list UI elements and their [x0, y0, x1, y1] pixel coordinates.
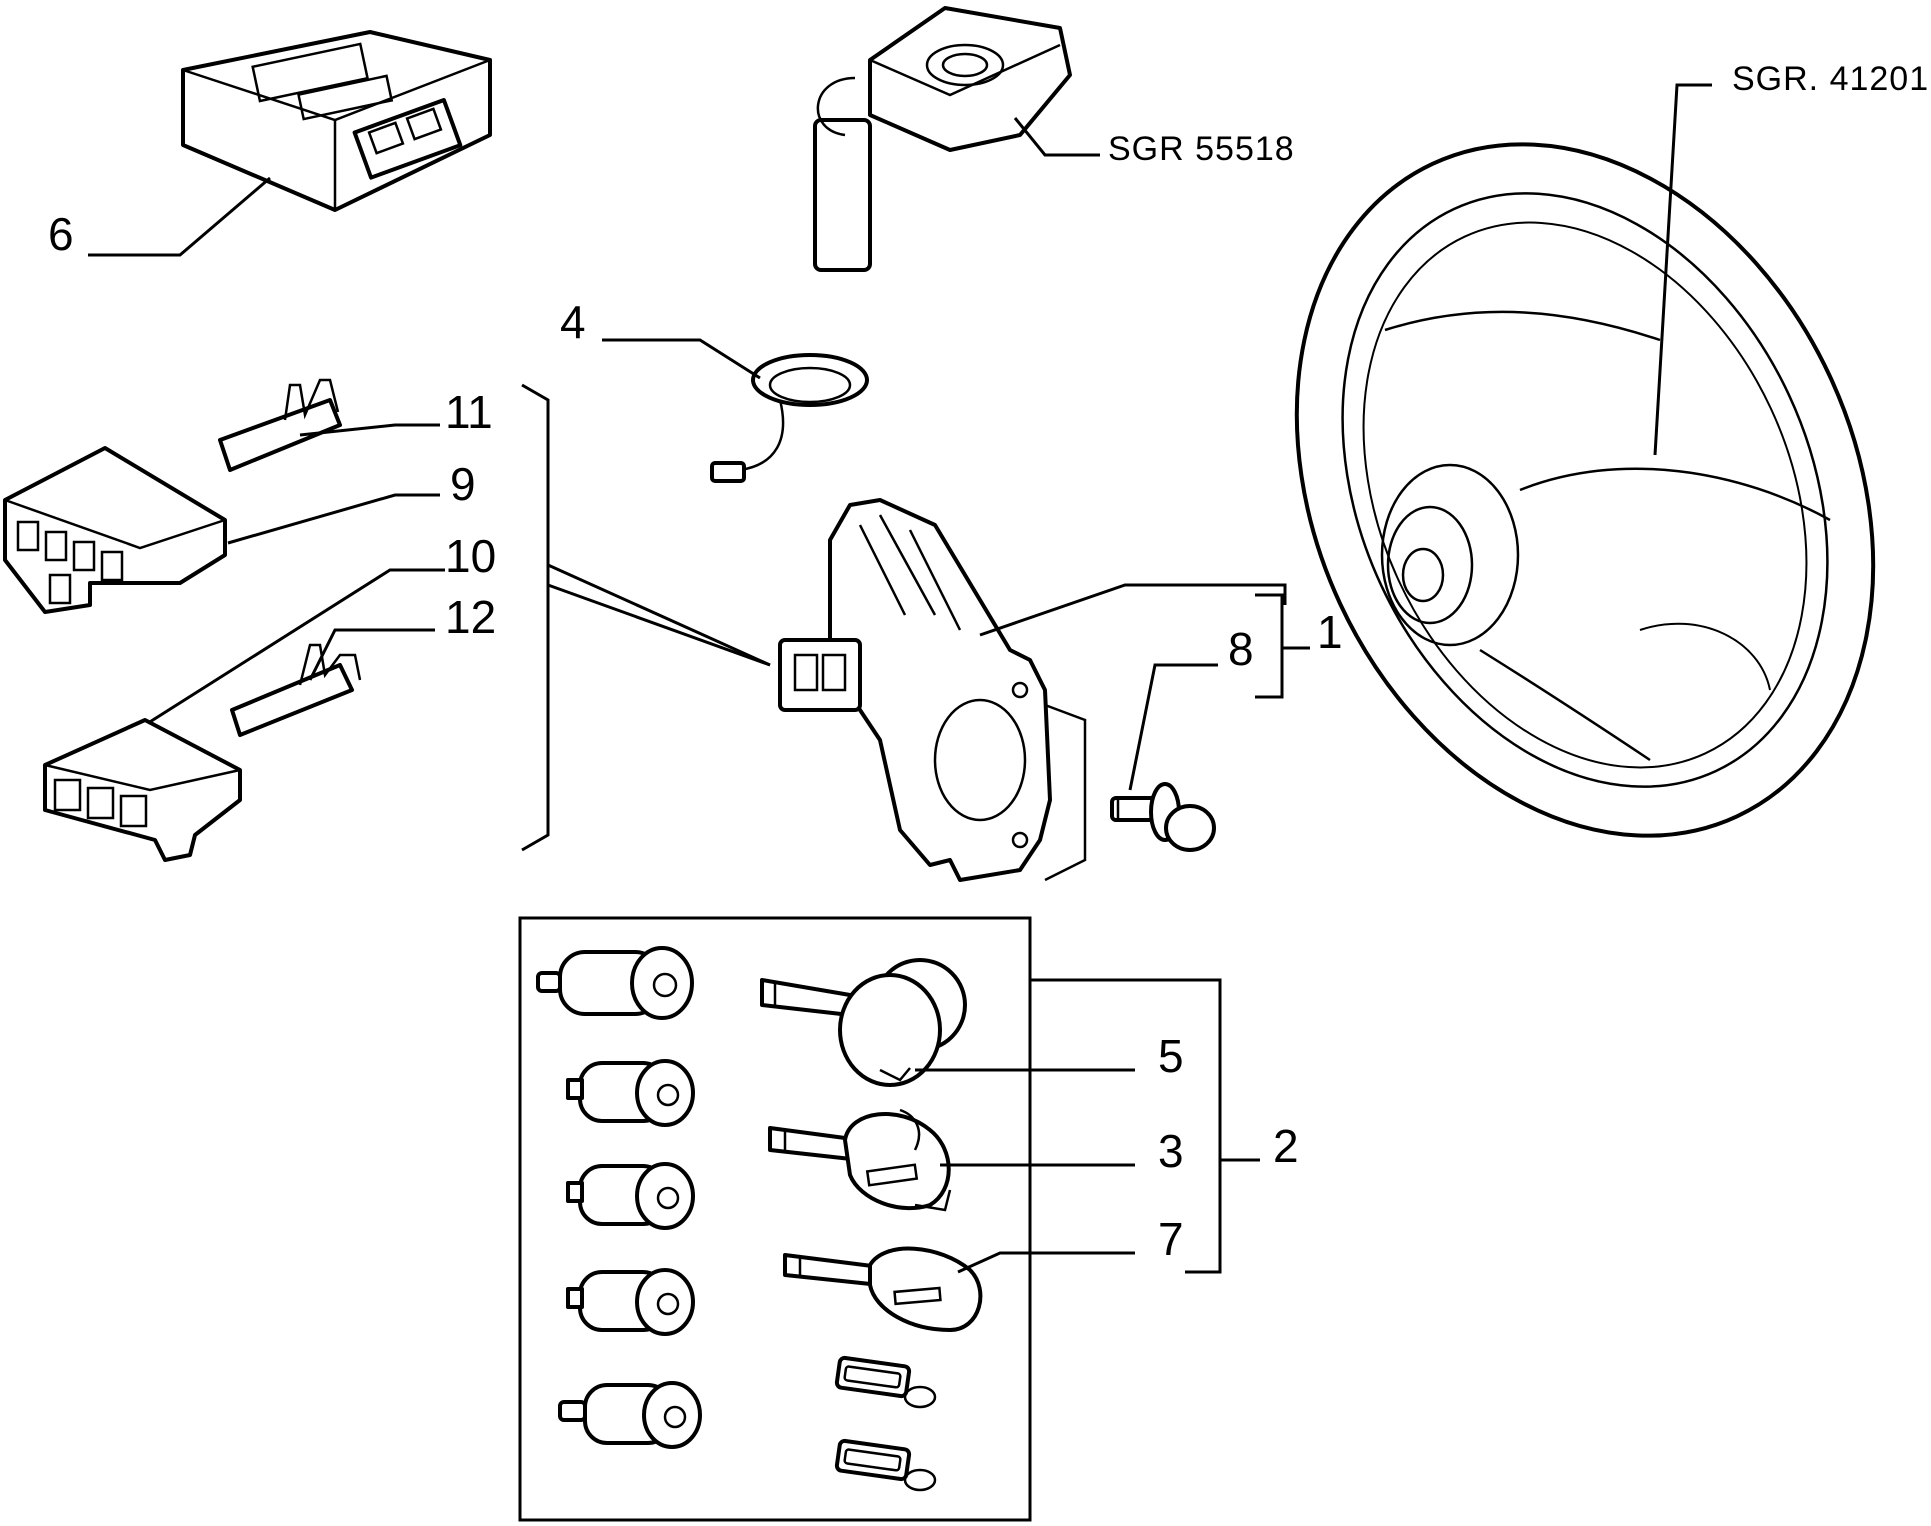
lock-cylinder: [558, 1381, 702, 1449]
terminal-part-11: [218, 378, 342, 472]
leader-line-sgr-55518: [1013, 117, 1100, 157]
leader-line-12: [308, 628, 435, 681]
leader-line-6: [88, 176, 271, 257]
transponder-key-fob: [813, 6, 1072, 272]
callout-8: 8: [1228, 623, 1254, 675]
leader-line-sgr-41201: [1653, 83, 1712, 456]
bracket-connectors: [521, 383, 550, 852]
lock-cylinder: [536, 946, 694, 1020]
callout-3: 3: [1158, 1125, 1184, 1177]
connector-housing-part-9: [3, 446, 227, 614]
leader-line-8: [1128, 663, 1218, 791]
callout-6: 6: [48, 208, 74, 260]
callout-10: 10: [445, 530, 496, 582]
bracket-2: [1030, 978, 1222, 1274]
connector-housing-part-10: [43, 718, 242, 862]
callout-2: 2: [1273, 1120, 1299, 1172]
leader-line-4: [602, 338, 761, 380]
callout-11: 11: [445, 386, 493, 438]
steering-wheel: [1294, 142, 1876, 838]
antenna-ring-part-4: [710, 353, 869, 483]
callout-12: 12: [445, 591, 496, 643]
key-part-3: [768, 1108, 952, 1212]
shear-bolt-part-8: [1110, 782, 1216, 852]
ignition-switch-part-1: [778, 498, 1052, 882]
leader-line-1: [979, 583, 1287, 637]
bracket-1: [1255, 593, 1284, 699]
lock-cylinder: [566, 1059, 695, 1127]
leader-line-9: [227, 493, 440, 545]
leader-line-10: [144, 568, 445, 727]
lock-set-box: [518, 916, 1032, 1522]
terminal-part-12: [230, 643, 362, 737]
callout-4: 4: [560, 296, 586, 348]
callout-9: 9: [450, 458, 476, 510]
callout-5: 5: [1158, 1030, 1184, 1082]
key-tag: [834, 1355, 937, 1409]
lock-cylinder: [566, 1162, 695, 1230]
lock-cylinder: [566, 1268, 695, 1336]
key-tag: [834, 1438, 937, 1492]
reference-sgr-55518: SGR 55518: [1108, 130, 1295, 168]
callout-7: 7: [1158, 1213, 1184, 1265]
leader-line-7: [957, 1251, 1135, 1274]
lock-cylinders: [536, 946, 702, 1449]
key-part-5: [760, 958, 967, 1087]
control-unit-part-6: [181, 30, 492, 212]
key-part-7: [783, 1246, 983, 1332]
reference-sgr-41201: SGR. 41201: [1732, 60, 1929, 98]
leader-line-11: [299, 423, 440, 437]
callout-1: 1: [1317, 606, 1343, 658]
